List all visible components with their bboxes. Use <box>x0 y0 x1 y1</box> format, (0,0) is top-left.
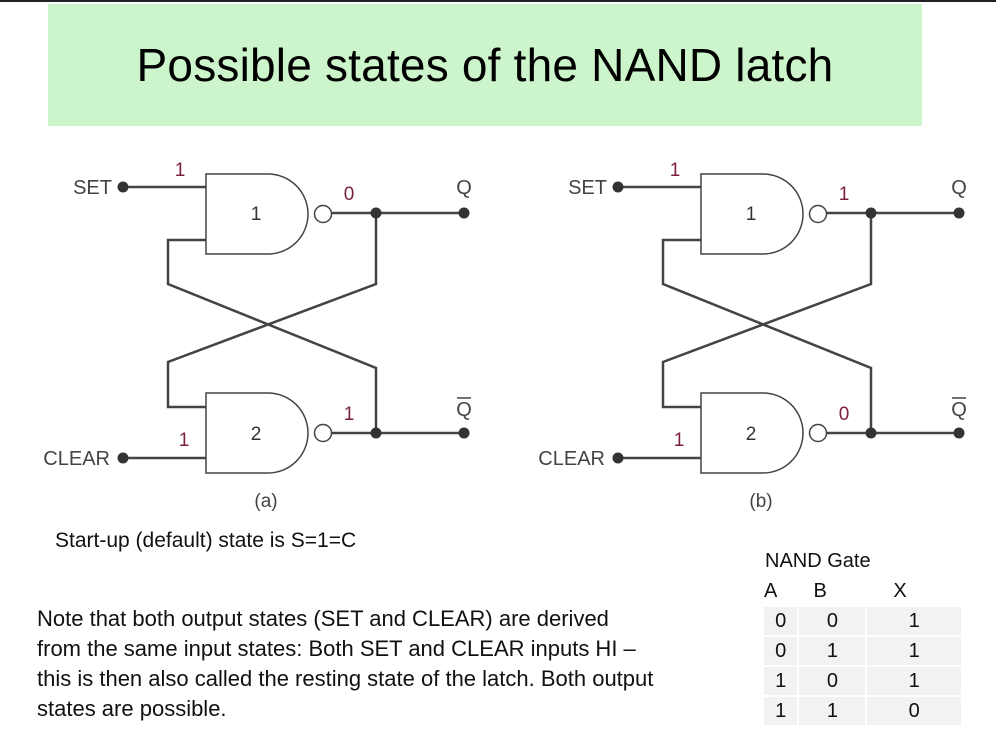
nand-truth-table: NAND Gate A B X 0 0 1 0 1 1 1 0 1 1 1 0 <box>761 550 963 727</box>
clear-value: 1 <box>179 430 190 451</box>
qbar-label: Q <box>951 399 967 421</box>
inversion-bubble-1 <box>313 204 333 224</box>
q-value: 1 <box>839 184 850 205</box>
table-row: 0 0 1 <box>761 605 963 637</box>
q-junction <box>865 207 877 219</box>
clear-terminal <box>117 452 129 464</box>
latch-circuit-b: SET CLEAR Q Q 1 2 1 1 1 0 (b) <box>538 160 966 512</box>
nand-gate-1 <box>700 173 804 255</box>
table-cell: 0 <box>865 695 963 727</box>
column-header: A <box>761 575 800 607</box>
top-border <box>0 0 996 2</box>
nand-gate-2 <box>700 392 804 474</box>
feedback-wire-1 <box>166 238 378 433</box>
table-cell: 1 <box>865 605 963 637</box>
q-label: Q <box>951 177 967 199</box>
page-title: Possible states of the NAND latch <box>136 39 834 91</box>
q-terminal <box>458 207 470 219</box>
nand-gate-1 <box>205 173 309 255</box>
startup-state-text: Start-up (default) state is S=1=C <box>55 529 357 552</box>
truth-table-header-row: A B X <box>761 575 963 607</box>
qbar-label: Q <box>456 399 472 421</box>
column-header: B <box>797 575 868 607</box>
gate-2-number: 2 <box>251 424 262 445</box>
table-cell: 1 <box>865 665 963 697</box>
table-cell: 1 <box>797 635 868 667</box>
clear-label: CLEAR <box>43 448 110 470</box>
table-row: 1 1 0 <box>761 695 963 727</box>
title-banner: Possible states of the NAND latch <box>48 4 922 126</box>
clear-terminal <box>612 452 624 464</box>
latch-circuit-a: SET CLEAR Q Q 1 2 1 1 0 1 (a) <box>43 160 471 512</box>
table-cell: 1 <box>761 665 800 697</box>
feedback-wire-2 <box>661 213 873 409</box>
table-cell: 0 <box>797 665 868 697</box>
feedback-wire-1 <box>661 238 873 433</box>
table-cell: 1 <box>797 695 868 727</box>
set-terminal <box>117 181 129 193</box>
clear-label: CLEAR <box>538 448 605 470</box>
gate-1-number: 1 <box>746 204 757 225</box>
q-terminal <box>953 207 965 219</box>
column-header: X <box>865 575 963 607</box>
explanation-note: Note that both output states (SET and CL… <box>37 606 654 721</box>
table-row: 0 1 1 <box>761 635 963 667</box>
set-value: 1 <box>670 160 681 181</box>
qbar-terminal <box>953 427 965 439</box>
circuit-caption: (a) <box>254 491 277 512</box>
gate-2-number: 2 <box>746 424 757 445</box>
qbar-junction <box>865 427 877 439</box>
truth-table-title: NAND Gate <box>765 550 871 572</box>
q-label: Q <box>456 177 472 199</box>
inversion-bubble-1 <box>808 204 828 224</box>
table-cell: 1 <box>761 695 800 727</box>
feedback-wire-2 <box>166 213 378 409</box>
table-cell: 1 <box>865 635 963 667</box>
qbar-junction <box>370 427 382 439</box>
inversion-bubble-2 <box>808 423 828 443</box>
set-label: SET <box>73 177 112 199</box>
qbar-terminal <box>458 427 470 439</box>
table-cell: 0 <box>797 605 868 637</box>
set-label: SET <box>568 177 607 199</box>
table-row: 1 0 1 <box>761 665 963 697</box>
qbar-value: 1 <box>344 404 355 425</box>
gate-1-number: 1 <box>251 204 262 225</box>
circuit-caption: (b) <box>749 491 772 512</box>
qbar-value: 0 <box>839 404 850 425</box>
table-cell: 0 <box>761 635 800 667</box>
q-junction <box>370 207 382 219</box>
inversion-bubble-2 <box>313 423 333 443</box>
nand-gate-2 <box>205 392 309 474</box>
q-value: 0 <box>344 184 355 205</box>
set-terminal <box>612 181 624 193</box>
table-cell: 0 <box>761 605 800 637</box>
clear-value: 1 <box>674 430 685 451</box>
set-value: 1 <box>175 160 186 181</box>
